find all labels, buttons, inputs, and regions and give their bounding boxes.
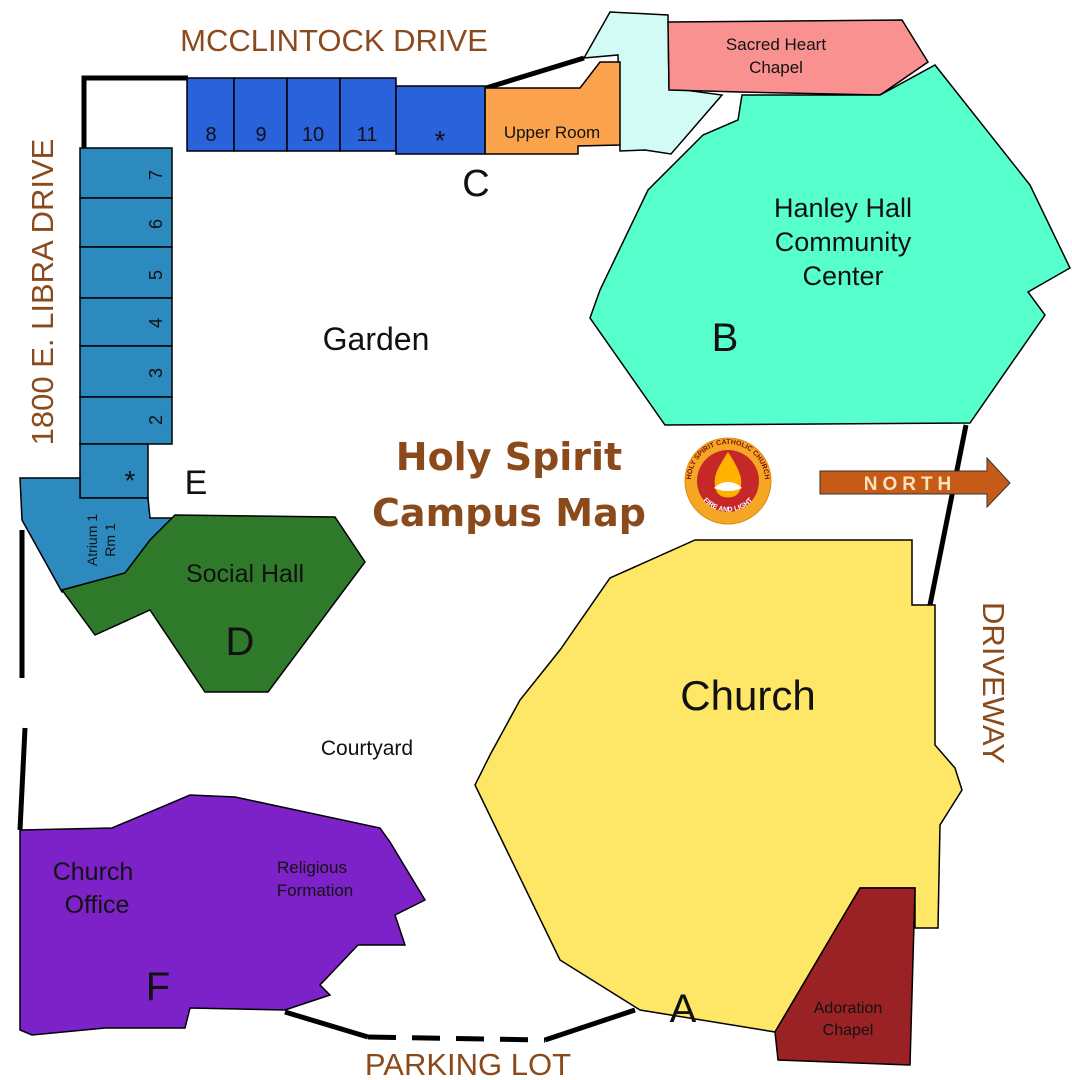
classroom-10[interactable] <box>286 77 341 152</box>
street-libra: 1800 E. LIBRA DRIVE <box>25 139 60 446</box>
classroom-number: 4 <box>146 318 166 328</box>
classroom-number: 2 <box>146 415 166 425</box>
classroom-restroom-left[interactable] <box>79 443 149 499</box>
classroom-restroom-top[interactable] <box>395 85 486 155</box>
street-parking-lot: PARKING LOT <box>365 1047 571 1080</box>
classroom-number: 11 <box>357 124 378 146</box>
north-label: NORTH <box>864 474 957 495</box>
map-title: Campus Map <box>372 491 646 535</box>
classroom-3[interactable] <box>79 345 173 398</box>
classroom-number: 7 <box>146 170 166 180</box>
church-logo: HOLY SPIRIT CATHOLIC CHURCH FIRE AND LIG… <box>684 437 772 525</box>
classroom-number: 5 <box>146 270 166 280</box>
classroom-number: 3 <box>146 368 166 378</box>
north-arrow: NORTH <box>819 456 1011 509</box>
parking-walk-right <box>544 1007 636 1043</box>
boundary-top-left <box>81 75 188 150</box>
garden-label: Garden <box>323 321 430 357</box>
parking-walk-dashed <box>367 1034 546 1043</box>
atrium-label: Atrium 1 <box>84 514 100 566</box>
religious-formation-label: Religious <box>277 858 347 877</box>
social-hall-letter: D <box>226 620 255 664</box>
restroom-asterisk: * <box>435 125 446 156</box>
adoration-chapel[interactable] <box>774 887 916 1066</box>
boundary-top-mid <box>485 55 585 91</box>
church-office[interactable] <box>19 794 427 1036</box>
classrooms-top: 8 9 10 11 * <box>186 77 486 156</box>
sacred-heart-chapel-label: Chapel <box>749 58 803 77</box>
entrance-c-letter: C <box>462 163 489 205</box>
entrance-e-letter: E <box>185 464 208 502</box>
classroom-5[interactable] <box>79 246 173 299</box>
map-title: Holy Spirit <box>396 435 622 479</box>
boundary-right <box>927 424 969 606</box>
boundary-lines <box>17 55 969 1043</box>
classroom-11[interactable] <box>339 77 397 152</box>
classroom-4[interactable] <box>79 297 173 347</box>
dove-icon <box>714 482 742 491</box>
classroom-number: 10 <box>302 124 324 146</box>
classroom-number: 9 <box>255 124 266 146</box>
church-office-label: Office <box>65 891 130 919</box>
church-office-label: Church <box>53 858 134 886</box>
atrium-label: Rm 1 <box>102 523 118 557</box>
hanley-hall[interactable] <box>589 64 1071 426</box>
classroom-2[interactable] <box>79 396 173 445</box>
sacred-heart-chapel-label: Sacred Heart <box>726 35 826 54</box>
hanley-hall-label: Hanley Hall <box>774 193 912 223</box>
courtyard-label: Courtyard <box>321 737 413 760</box>
church-letter: A <box>670 987 697 1031</box>
hanley-hall-label: Center <box>802 261 883 291</box>
social-hall[interactable] <box>60 514 366 693</box>
upper-room[interactable] <box>484 61 621 155</box>
classroom-number: 8 <box>205 124 216 146</box>
religious-formation-label: Formation <box>277 881 354 900</box>
upper-room-label: Upper Room <box>504 123 600 142</box>
hanley-hall-label: Community <box>775 227 912 257</box>
adoration-chapel-label: Chapel <box>823 1022 874 1039</box>
north-arrow-icon <box>819 456 1011 509</box>
street-mcclintock: MCCLINTOCK DRIVE <box>180 23 488 58</box>
classrooms-left: 7 6 5 4 3 2 * <box>79 147 173 499</box>
street-driveway: DRIVEWAY <box>976 602 1011 764</box>
social-hall-label: Social Hall <box>186 560 304 588</box>
church-label: Church <box>680 672 815 719</box>
adoration-chapel-label: Adoration <box>814 1000 883 1017</box>
classroom-9[interactable] <box>233 77 288 152</box>
church-office-letter: F <box>146 965 170 1009</box>
parking-walk-left <box>284 1009 369 1040</box>
classroom-number: 6 <box>146 219 166 229</box>
boundary-left-lower <box>17 727 28 831</box>
hanley-hall-letter: B <box>712 316 739 360</box>
classroom-7[interactable] <box>79 147 173 199</box>
restroom-asterisk: * <box>125 465 136 496</box>
